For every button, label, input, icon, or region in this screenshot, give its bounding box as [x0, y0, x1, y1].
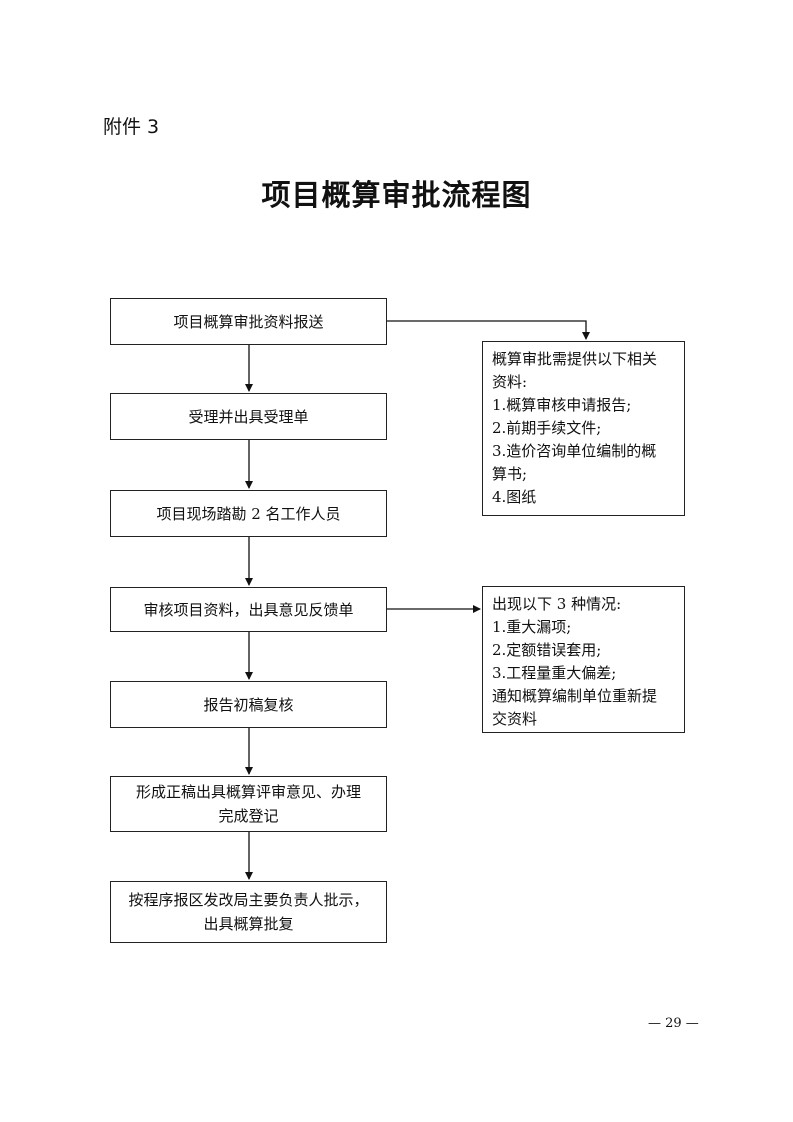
note-line: 交资料	[492, 710, 538, 728]
note-line: 4.图纸	[492, 488, 537, 506]
flow-step-label: 项目概算审批资料报送	[173, 312, 324, 331]
note-line: 2.定额错误套用;	[492, 641, 602, 659]
note-line: 概算审批需提供以下相关	[492, 350, 658, 368]
flow-step-site-survey: 项目现场踏勘 2 名工作人员	[110, 490, 387, 537]
flow-step-label: 审核项目资料，出具意见反馈单	[143, 600, 354, 619]
flow-step-label-line1: 形成正稿出具概算评审意见、办理	[135, 783, 361, 801]
note-line: 算书;	[492, 465, 528, 483]
flow-step-label-line2: 完成登记	[218, 807, 279, 825]
flow-step-draft-recheck: 报告初稿复核	[110, 681, 387, 728]
issue-conditions-note: 出现以下 3 种情况: 1.重大漏项; 2.定额错误套用; 3.工程量重大偏差;…	[482, 586, 685, 733]
note-line: 1.概算审核申请报告;	[492, 396, 632, 414]
note-line: 出现以下 3 种情况:	[492, 595, 622, 613]
note-line: 3.造价咨询单位编制的概	[492, 442, 657, 460]
flow-step-label: 项目现场踏勘 2 名工作人员	[156, 504, 341, 523]
flow-step-label-line1: 按程序报区发改局主要负责人批示，	[128, 891, 369, 909]
note-line: 2.前期手续文件;	[492, 419, 602, 437]
page-number: — 29 —	[648, 1016, 699, 1031]
flow-step-accept: 受理并出具受理单	[110, 393, 387, 440]
note-line: 通知概算编制单位重新提	[492, 687, 658, 705]
flow-step-label: 报告初稿复核	[203, 695, 294, 714]
required-materials-note: 概算审批需提供以下相关 资料: 1.概算审核申请报告; 2.前期手续文件; 3.…	[482, 341, 685, 516]
flow-step-label-line2: 出具概算批复	[203, 915, 294, 933]
flow-step-review: 审核项目资料，出具意见反馈单	[110, 587, 387, 632]
page-title: 项目概算审批流程图	[261, 178, 532, 212]
arrow-step1-materials	[387, 320, 590, 340]
note-line: 1.重大漏项;	[492, 618, 572, 636]
attachment-label: 附件 3	[103, 116, 160, 138]
flow-step-approval: 按程序报区发改局主要负责人批示， 出具概算批复	[110, 881, 387, 943]
note-line: 资料:	[492, 373, 528, 391]
flow-step-formal-opinion: 形成正稿出具概算评审意见、办理 完成登记	[110, 776, 387, 832]
flow-step-submit-materials: 项目概算审批资料报送	[110, 298, 387, 345]
flow-step-label: 受理并出具受理单	[188, 407, 309, 426]
note-line: 3.工程量重大偏差;	[492, 664, 617, 682]
